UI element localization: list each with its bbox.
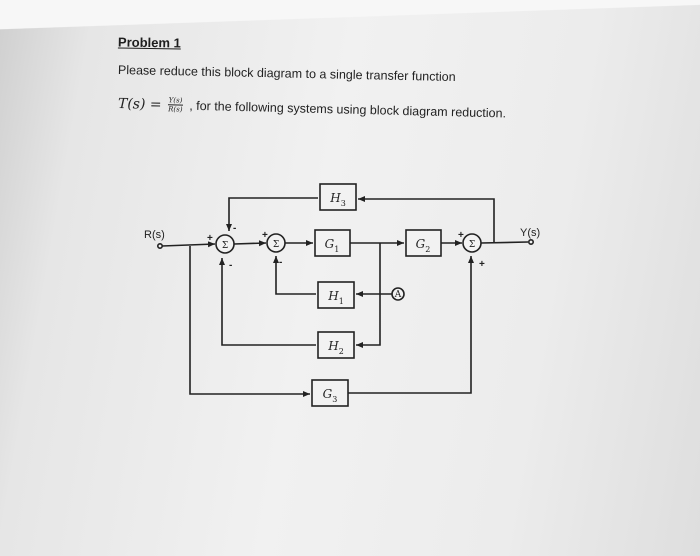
sign-s3-bottom: + xyxy=(479,259,485,270)
paper-edge xyxy=(0,0,700,40)
block-g1 xyxy=(314,229,351,257)
block-g3-label: G3 xyxy=(323,387,338,404)
input-label: R(s) xyxy=(144,229,165,241)
block-g2 xyxy=(405,229,442,257)
sign-s1-bottom: - xyxy=(229,260,232,271)
block-h3-label: H3 xyxy=(329,191,346,208)
sign-s1-left: + xyxy=(207,233,213,244)
sum-symbol-2: Σ xyxy=(273,240,279,250)
sign-s1-top: - xyxy=(233,223,236,234)
summing-junction-3 xyxy=(462,233,482,253)
block-g3 xyxy=(311,379,349,407)
input-terminal xyxy=(157,243,164,250)
sign-s3-top: + xyxy=(458,230,464,241)
block-g2-label: G2 xyxy=(416,237,431,254)
sum-symbol-3: Σ xyxy=(469,240,475,250)
sign-s2-bottom: - xyxy=(279,257,282,268)
summing-junction-1 xyxy=(215,234,235,254)
block-h3 xyxy=(319,183,357,211)
wire-h3-in xyxy=(358,196,495,243)
wire-output xyxy=(480,241,529,244)
sum-symbol-1: Σ xyxy=(222,241,228,251)
output-label: Y(s) xyxy=(520,227,540,239)
sign-s2-top: + xyxy=(262,230,268,241)
block-h2 xyxy=(317,331,355,359)
wire-s1-s2 xyxy=(233,240,267,247)
block-h2-label: H2 xyxy=(327,339,344,356)
block-g1-label: G1 xyxy=(325,237,340,254)
block-h1-label: H1 xyxy=(327,289,344,306)
output-terminal xyxy=(527,239,534,246)
wire-h2-in xyxy=(356,243,381,348)
wire-g3-out xyxy=(348,256,474,394)
node-a-label: A xyxy=(394,290,402,300)
node-a-circle xyxy=(391,287,405,301)
block-h1 xyxy=(317,281,355,309)
wire-h1-out xyxy=(273,256,316,295)
wire-h2-out xyxy=(219,258,316,346)
summing-junction-2 xyxy=(266,233,286,253)
wire-g3-in xyxy=(189,246,310,397)
wire-input xyxy=(161,241,216,248)
wire-h3-out xyxy=(226,197,318,231)
